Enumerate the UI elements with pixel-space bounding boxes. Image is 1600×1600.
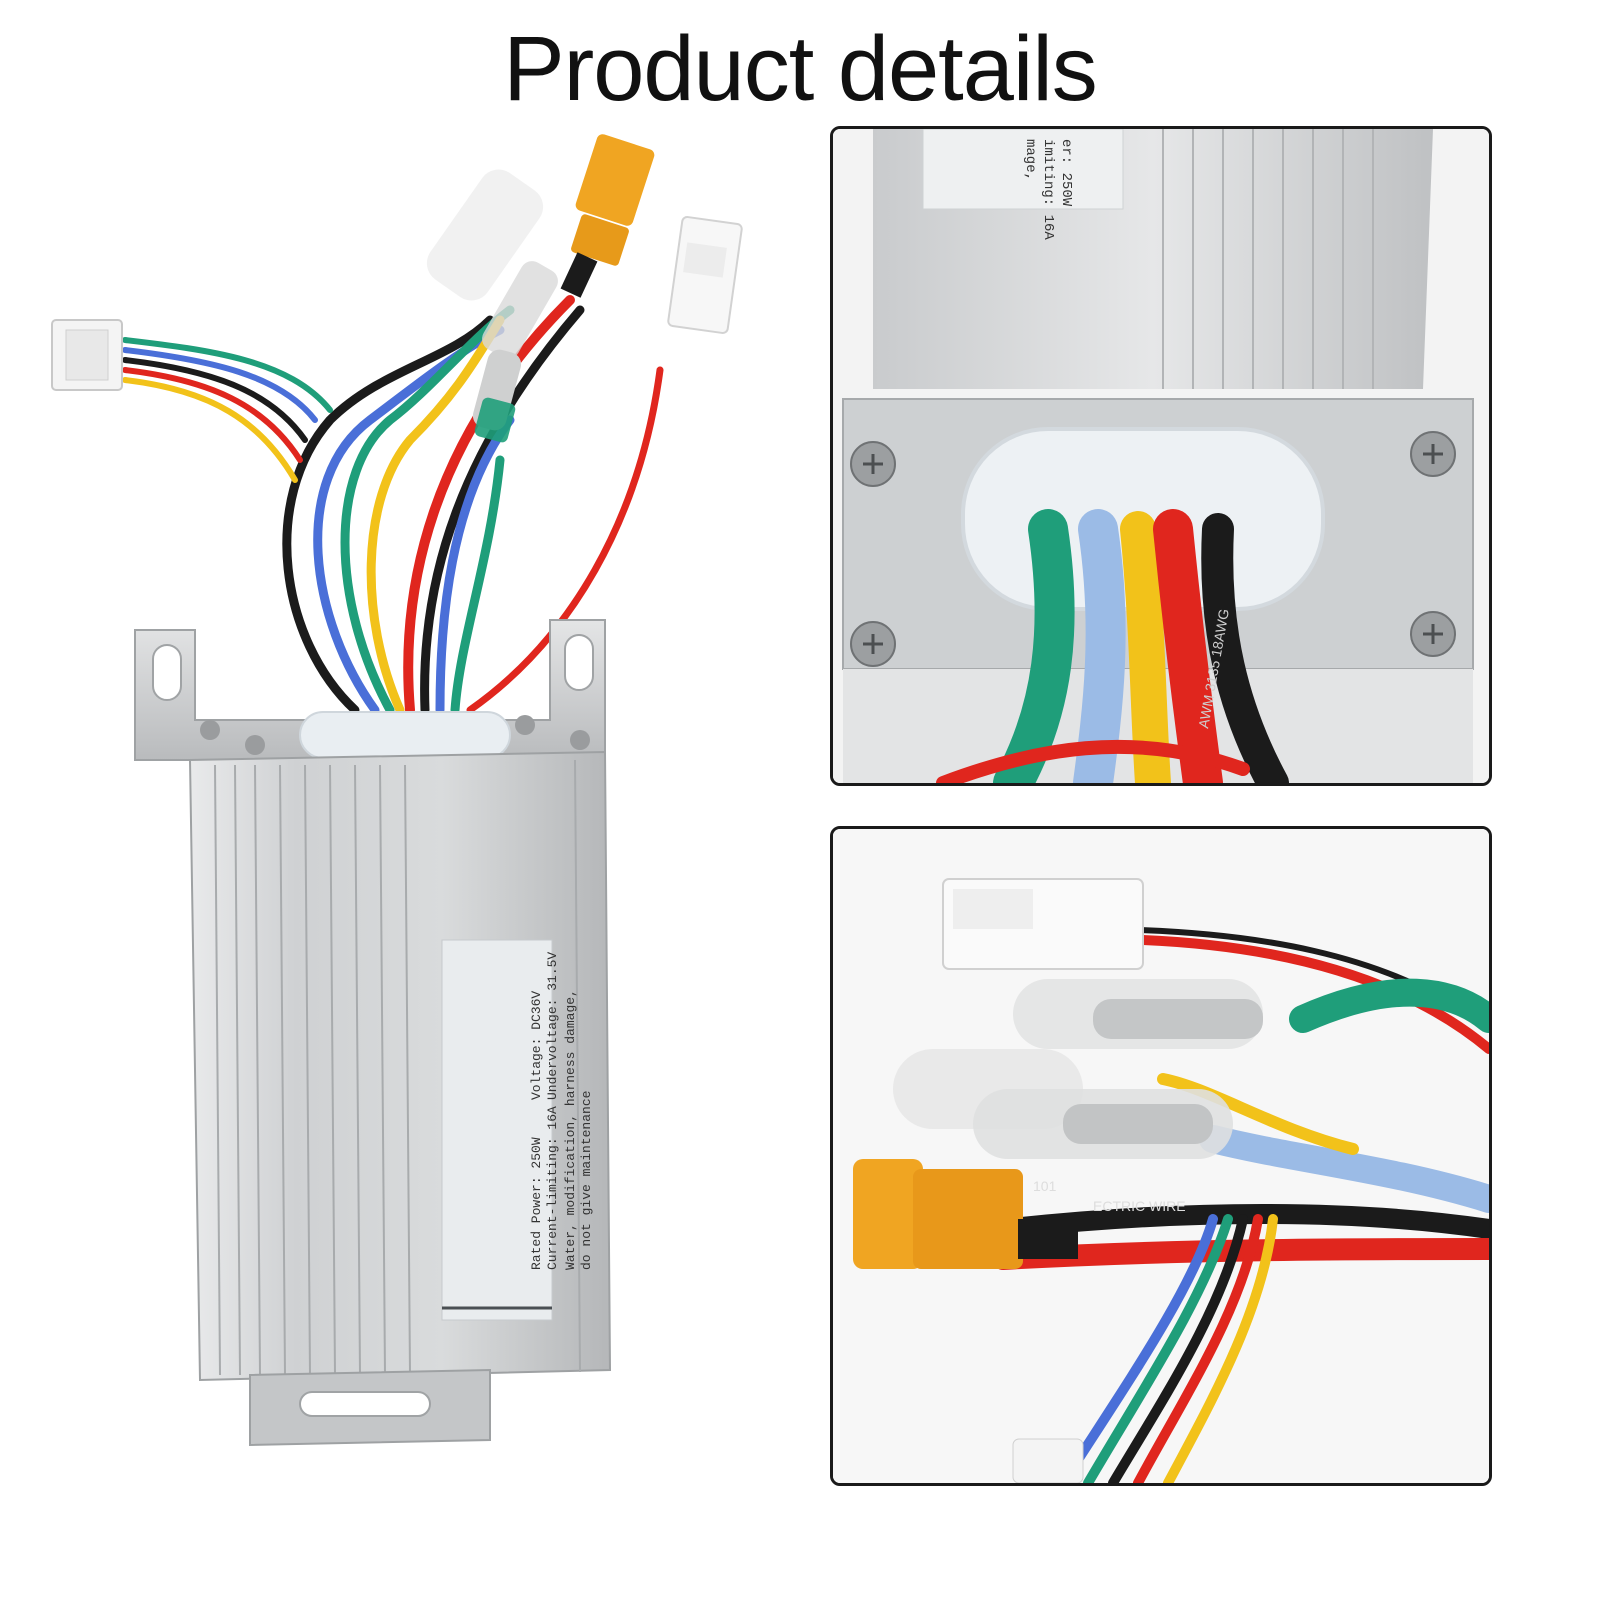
closeup-label-1: er: 250W [1058,139,1074,207]
label-line-3: Voltage: DC36V [529,991,544,1100]
screws [850,431,1456,667]
main-product-photo: Rated Power: 250W Current-limiting: 16A … [30,120,750,1580]
detail-panel-connectors: ECTRIC WIRE 101 [830,826,1492,1486]
cable-grommet [299,711,511,759]
wire-print-101: 101 [1033,1178,1057,1194]
grommet-closeup: er: 250W imiting: 16A mage, [833,129,1489,783]
label-line-6: do not give maintenance [579,1091,594,1270]
bullet-connectors [426,169,558,443]
wire-bundle [122,295,664,715]
5pin-connector [51,319,123,391]
spec-label: Rated Power: 250W Current-limiting: 16A … [441,939,594,1321]
controller-illustration: Rated Power: 250W Current-limiting: 16A … [51,134,743,1447]
closeup-label-3: mage, [1022,139,1038,181]
page-title: Product details [503,18,1098,120]
closeup-label-2: imiting: 16A [1040,139,1056,240]
bullet-connectors-closeup [893,979,1263,1159]
label-line-4: Undervoltage: 31.5V [545,952,560,1100]
label-line-5: Water, modification, harness damage, [563,989,578,1270]
wire-print-ectric: ECTRIC WIRE [1093,1198,1186,1214]
label-line-2: Current-limiting: 16A [545,1106,560,1270]
connectors-closeup: ECTRIC WIRE 101 [833,829,1489,1483]
two-pin-connector-closeup [942,878,1144,970]
5pin-connector-partial [1012,1438,1084,1483]
label-line-1: Rated Power: 250W [529,1137,544,1270]
detail-panel-grommet: er: 250W imiting: 16A mage, [830,126,1492,786]
xt60-connector [560,134,655,298]
two-pin-connector [667,216,743,334]
xt60-connector-closeup [853,1159,1078,1269]
